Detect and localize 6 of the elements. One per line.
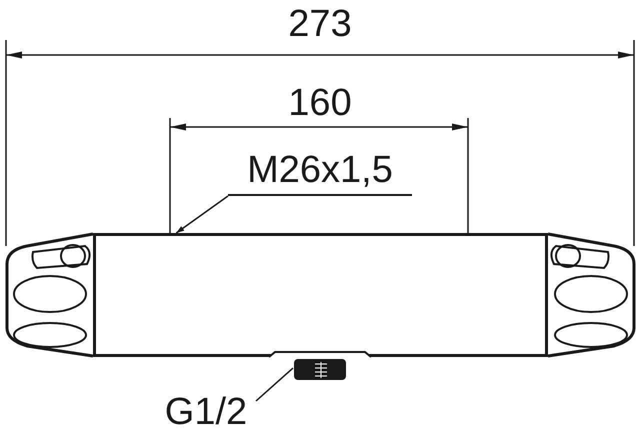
connection-size-label: G1/2	[156, 392, 256, 432]
overall-length-dimension: 273	[288, 4, 352, 44]
center-distance-dimension: 160	[288, 83, 352, 123]
leader-line	[176, 195, 228, 234]
outlet-fitting-drawing	[293, 359, 347, 381]
thread-size-label: M26x1,5	[228, 150, 412, 196]
